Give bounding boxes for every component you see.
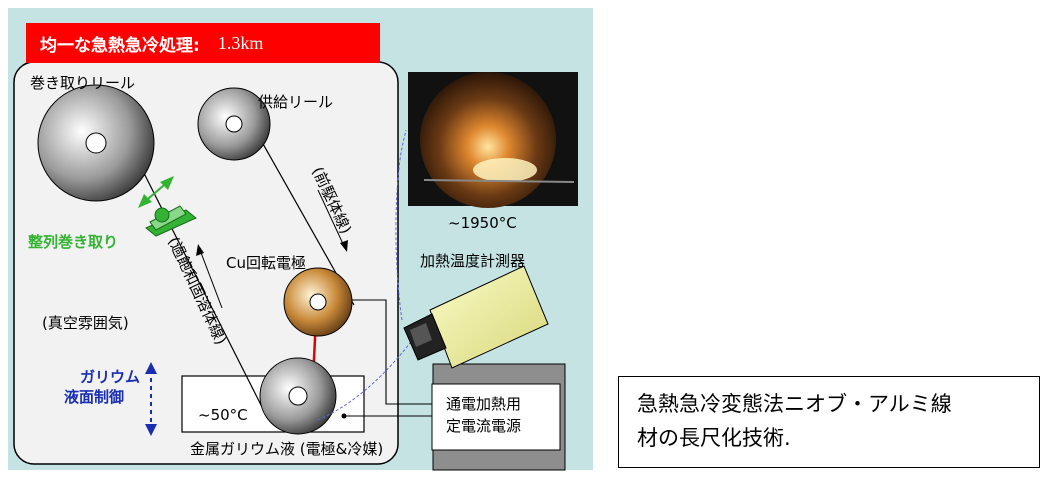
winding-direction-arrow-icon	[138, 176, 174, 208]
gallium-liquid-label: 金属ガリウム液 (電極&冷媒)	[190, 440, 383, 458]
optical-path	[317, 329, 421, 421]
vacuum-label: (真空雰囲気)	[42, 314, 129, 332]
power-supply-label-line2: 定電流電源	[446, 417, 521, 435]
power-supply-label-line1: 通電加熱用	[446, 395, 521, 413]
title-distance: 1.3km	[217, 32, 264, 53]
caption-line2: 材の長尺化技術.	[637, 426, 791, 450]
supply-reel-hub	[225, 115, 243, 133]
power-supply-label-box	[431, 383, 561, 451]
takeup-reel-label: 巻き取りリール	[30, 74, 135, 92]
title-text: 均一な急熱急冷処理:	[40, 35, 200, 56]
cu-electrode-label: Cu回転電極	[226, 254, 306, 272]
takeup-reel-hub	[85, 132, 107, 154]
gallium-level-arrow-icon	[145, 362, 157, 436]
winding-guide	[145, 205, 197, 237]
caption-line1: 急熱急冷変態法ニオブ・アルミ線	[637, 392, 952, 416]
gallium-level-label-line1: ガリウム	[80, 368, 140, 386]
supply-reel-label: 供給リール	[258, 93, 333, 111]
quench-reel-hub	[288, 386, 308, 406]
heat-temp-label: ~1950°C	[448, 214, 517, 232]
wire-direction-arrow-left-icon	[196, 244, 223, 309]
gallium-level-label-line2: 液面制御	[64, 388, 124, 406]
cu-electrode-hub	[309, 293, 327, 311]
gallium-temp-label: ~50°C	[198, 406, 248, 424]
heating-photo-flame	[473, 158, 537, 182]
wire-to-cu	[352, 299, 432, 405]
title-banner: 均一な急熱急冷処理: 1.3km	[26, 23, 380, 63]
thermometer-label: 加熱温度計測器	[420, 252, 525, 270]
bath-contact-dot	[341, 413, 347, 419]
thermometer-device	[403, 265, 549, 369]
heating-photo-rod	[423, 179, 575, 183]
heating-photo-glow	[420, 72, 556, 208]
wire-direction-arrow-right-icon	[317, 189, 348, 252]
aligned-winding-label: 整列巻き取り	[28, 233, 118, 251]
caption-box: 急熱急冷変態法ニオブ・アルミ線 材の長尺化技術.	[618, 376, 1040, 468]
